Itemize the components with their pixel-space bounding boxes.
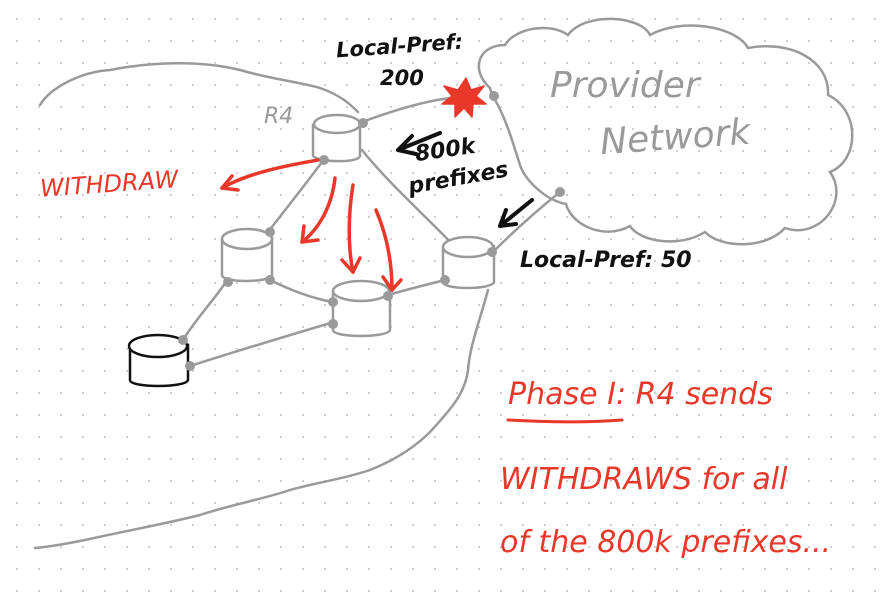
- provider-network-label: Provider: [550, 65, 700, 106]
- phase-description-line3: of the 800k prefixes...: [500, 525, 832, 560]
- link-left-to-black: [181, 280, 228, 342]
- link-r4-left-router: [266, 160, 324, 234]
- withdraw-arrow-left: [300, 176, 337, 244]
- router-customer-black[interactable]: [127, 333, 190, 388]
- phase-description-line1: Phase I: R4 sends: [508, 377, 773, 412]
- router-left[interactable]: [220, 227, 274, 283]
- phase-underline: [506, 418, 624, 424]
- interface-dots: [178, 91, 565, 371]
- link-middle-to-black: [188, 320, 336, 368]
- router-r4[interactable]: [311, 113, 362, 163]
- router-r4-label: R4: [264, 104, 294, 129]
- provider-network-label-2: Network: [598, 111, 752, 164]
- router-right[interactable]: [441, 235, 496, 290]
- router-middle[interactable]: [331, 279, 392, 338]
- link-failure-burst-icon: [441, 77, 487, 118]
- prefix-arrows: [396, 131, 534, 228]
- phase-description-line2: WITHDRAWS for all: [500, 462, 788, 497]
- prefix-arrow-top: [396, 131, 442, 156]
- local-pref-200-value: 200: [380, 66, 424, 90]
- link-left-middle: [268, 278, 334, 304]
- link-r4-provider: [360, 96, 454, 124]
- withdraw-arrow-to-label: [220, 158, 320, 190]
- as-region-boundary: [38, 62, 360, 114]
- withdraw-arrow-middle: [347, 183, 355, 274]
- local-pref-50-label: Local-Pref: 50: [520, 248, 692, 273]
- prefix-arrow-bottom: [498, 198, 534, 228]
- link-right-router-provider: [491, 190, 562, 254]
- link-r4-right-router: [360, 148, 460, 252]
- provider-network-cloud: [477, 17, 854, 246]
- withdraw-arrows: [220, 158, 403, 292]
- withdraw-arrow-right: [374, 208, 394, 292]
- as-region-boundary-right: [33, 288, 490, 550]
- network-links: [181, 96, 562, 368]
